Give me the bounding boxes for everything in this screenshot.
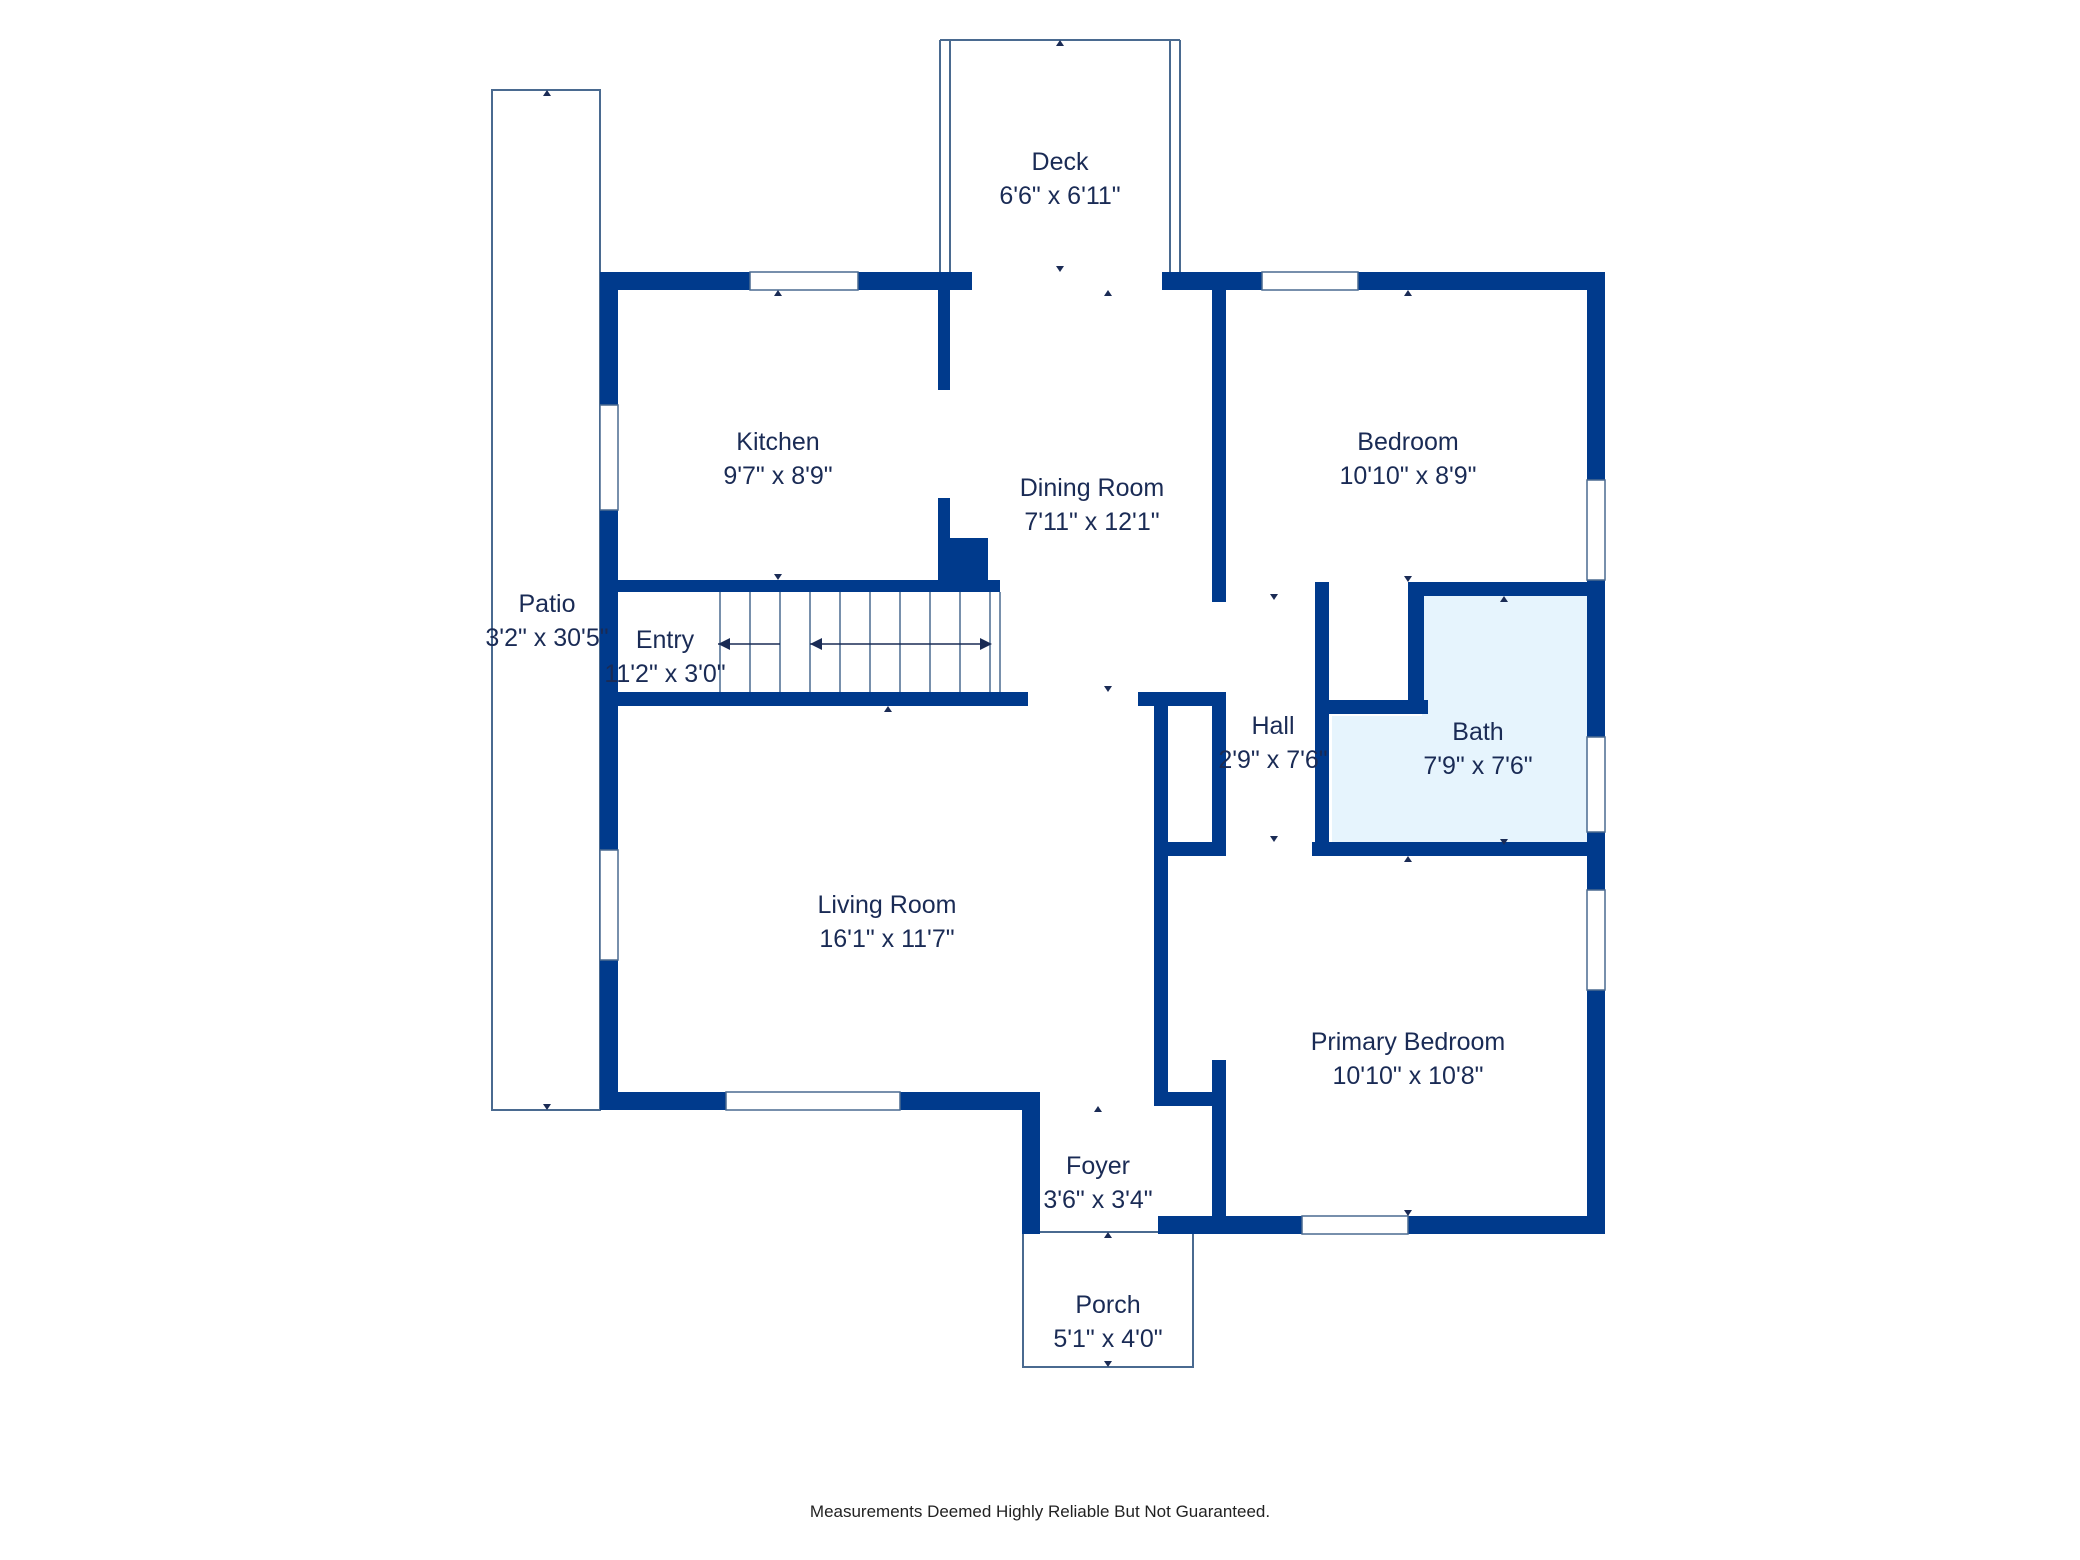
measurement-disclaimer: Measurements Deemed Highly Reliable But …: [809, 1502, 1271, 1521]
entry-dims: 11'2" x 3'0": [604, 660, 725, 688]
dining-dims: 7'11" x 12'1": [1024, 508, 1159, 536]
patio-dims: 3'2" x 30'5": [485, 624, 608, 652]
window-primary-right: [1586, 889, 1606, 991]
window-bedroom-right: [1586, 479, 1606, 581]
hall-dims: 2'9" x 7'6": [1218, 746, 1327, 774]
window-bath-right: [1586, 736, 1606, 833]
living-dims: 16'1" x 11'7": [819, 925, 954, 953]
window-living-left: [599, 849, 619, 961]
window-kitchen-top: [749, 271, 859, 291]
entry-name: Entry: [636, 626, 695, 654]
patio-name: Patio: [519, 590, 576, 618]
bath-name: Bath: [1452, 718, 1503, 746]
foyer-dims: 3'6" x 3'4": [1043, 1186, 1152, 1214]
primary-bedroom-name: Primary Bedroom: [1311, 1028, 1506, 1056]
foyer-name: Foyer: [1066, 1152, 1130, 1180]
kitchen-dims: 9'7" x 8'9": [723, 462, 832, 490]
bath-fill: [1332, 596, 1590, 845]
window-bedroom-top: [1261, 271, 1359, 291]
porch-dims: 5'1" x 4'0": [1053, 1325, 1162, 1353]
hall-name: Hall: [1251, 712, 1294, 740]
dining-name: Dining Room: [1020, 474, 1165, 502]
window-living-bottom: [725, 1091, 901, 1111]
kitchen-name: Kitchen: [736, 428, 819, 456]
deck-dims: 6'6" x 6'11": [999, 182, 1120, 210]
deck-outline: [939, 39, 1181, 272]
window-kitchen-left: [599, 404, 619, 511]
dimension-markers: [543, 40, 1508, 1367]
primary-bedroom-dims: 10'10" x 10'8": [1332, 1062, 1483, 1090]
windows: [599, 271, 1606, 1235]
bath-dims: 7'9" x 7'6": [1423, 752, 1532, 780]
window-primary-bottom: [1301, 1215, 1409, 1235]
room-labels: Deck 6'6" x 6'11" Patio 3'2" x 30'5" Kit…: [485, 148, 1532, 1353]
living-name: Living Room: [818, 891, 957, 919]
bedroom-name: Bedroom: [1357, 428, 1458, 456]
porch-name: Porch: [1075, 1291, 1140, 1319]
deck-name: Deck: [1032, 148, 1089, 176]
bedroom-dims: 10'10" x 8'9": [1339, 462, 1476, 490]
staircase: [718, 592, 1001, 692]
